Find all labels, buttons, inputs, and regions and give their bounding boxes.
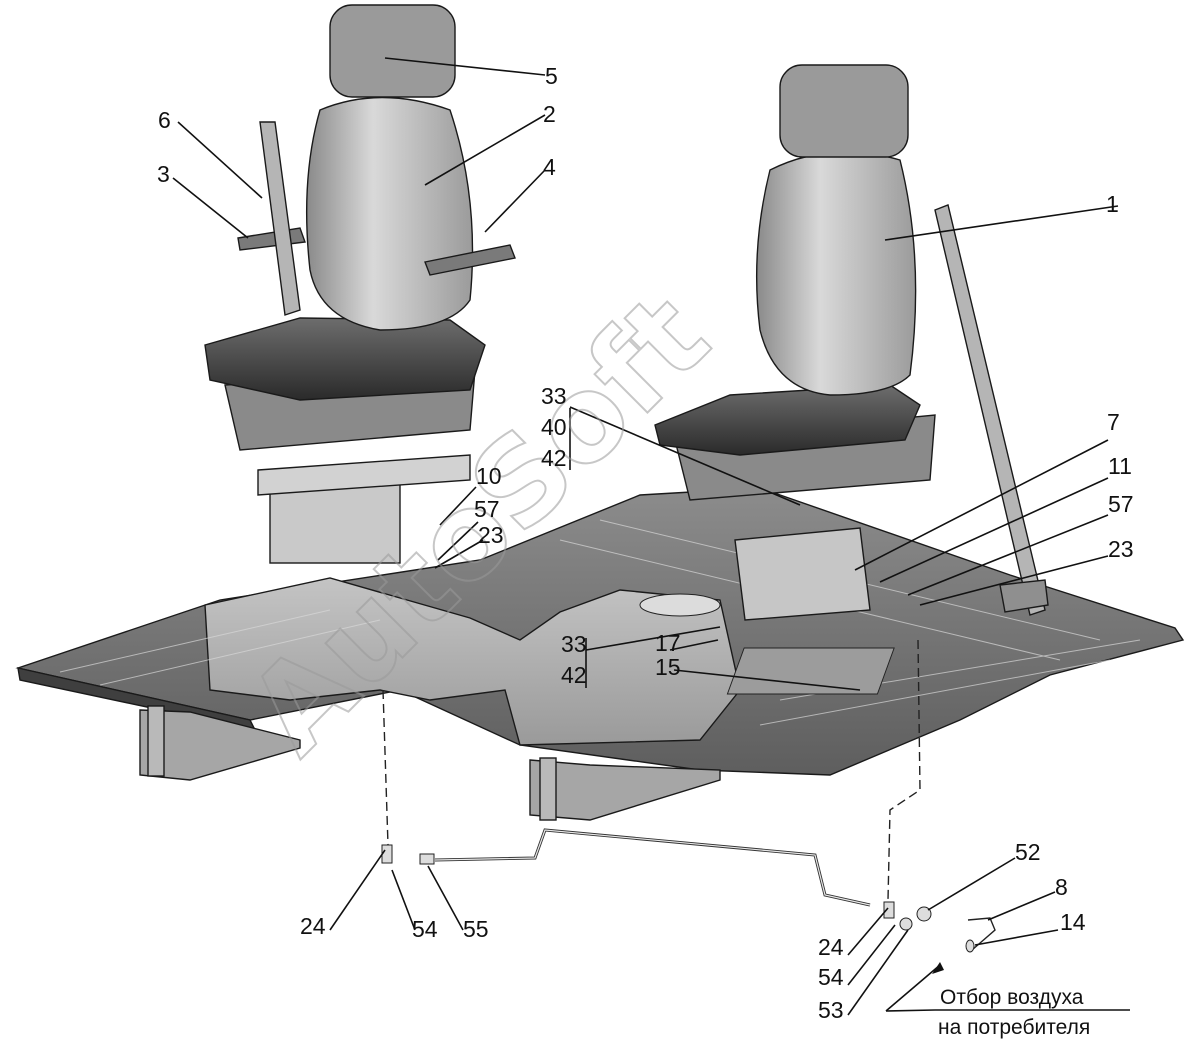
callout-33-top: 33 (541, 383, 567, 409)
callout-53: 53 (818, 997, 844, 1023)
callout-3: 3 (157, 161, 170, 187)
callout-2: 2 (543, 101, 556, 127)
callout-23-right: 23 (1108, 536, 1134, 562)
callout-8: 8 (1055, 874, 1068, 900)
callout-14: 14 (1060, 909, 1086, 935)
callout-42-bottom: 42 (561, 662, 587, 688)
callout-4: 4 (543, 154, 556, 180)
callout-labels: 1 2 3 4 5 6 7 11 57 23 10 57 23 33 40 42… (157, 63, 1134, 1023)
callout-40: 40 (541, 414, 567, 440)
callout-33-bottom: 33 (561, 631, 587, 657)
left-rail (139, 705, 301, 781)
callout-42-top: 42 (541, 445, 567, 471)
caption-air-line-2: на потребителя (938, 1016, 1090, 1039)
callout-15: 15 (655, 654, 681, 680)
air-line (381, 639, 996, 953)
callout-5: 5 (545, 63, 558, 89)
callout-57-left: 57 (474, 496, 500, 522)
callout-1: 1 (1106, 191, 1119, 217)
callout-24-right: 24 (818, 934, 844, 960)
callout-17: 17 (655, 630, 681, 656)
leader-lines (172, 57, 1130, 1016)
right-rail (529, 757, 721, 821)
cab-floor (15, 487, 1185, 776)
callout-10: 10 (476, 463, 502, 489)
callout-57-right: 57 (1108, 491, 1134, 517)
callout-6: 6 (158, 107, 171, 133)
caption-air-line-1: Отбор воздуха (940, 986, 1084, 1009)
callout-23-left: 23 (478, 522, 504, 548)
callout-54-right: 54 (818, 964, 844, 990)
callout-55: 55 (463, 916, 489, 942)
callout-54-left: 54 (412, 916, 438, 942)
callout-24-left: 24 (300, 913, 326, 939)
callout-7: 7 (1107, 409, 1120, 435)
left-seat (204, 4, 516, 564)
callout-11: 11 (1108, 453, 1132, 479)
callout-52: 52 (1015, 839, 1041, 865)
